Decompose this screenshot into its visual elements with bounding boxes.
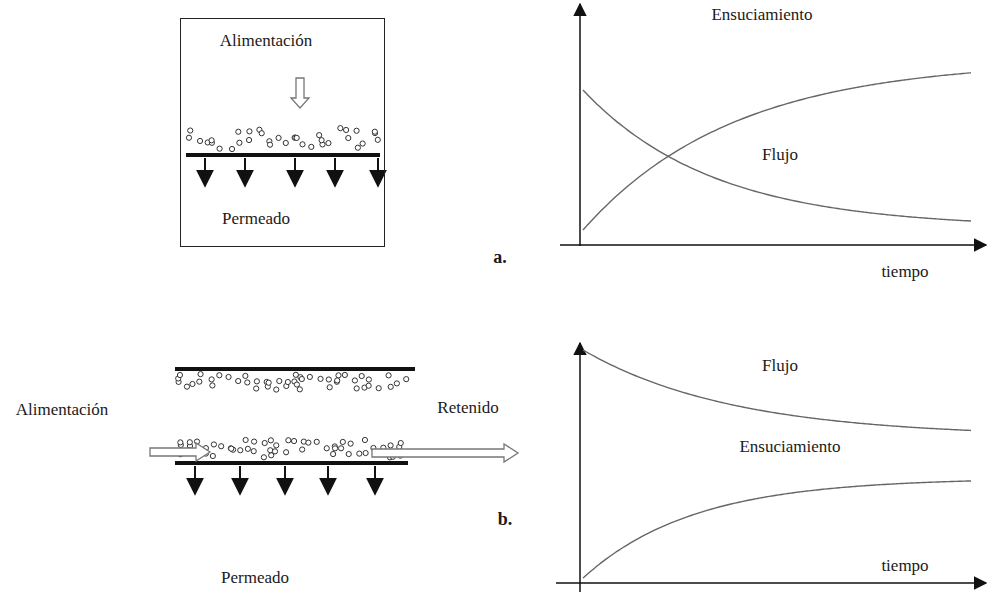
y-axis — [579, 343, 581, 592]
particle-layer — [176, 372, 409, 393]
y-axis — [579, 4, 581, 246]
permeate-arrow — [284, 466, 286, 494]
stream-label: Alimentación — [220, 32, 313, 51]
stream-label: Permeado — [222, 210, 290, 229]
graph-label: Flujo — [762, 146, 798, 165]
stream-label: Alimentación — [16, 401, 109, 420]
x-axis — [560, 244, 986, 246]
filter-cell-box: AlimentaciónPermeado — [180, 18, 385, 247]
panel-letter: a. — [493, 248, 507, 268]
stream-label: Retenido — [437, 399, 498, 418]
membrane — [175, 461, 408, 465]
x-axis — [556, 582, 986, 584]
particle-layer — [186, 126, 380, 152]
permeate-arrow — [334, 158, 336, 186]
fouling-curve — [583, 73, 971, 230]
axis-label: tiempo — [881, 263, 928, 282]
permeate-arrow — [327, 466, 329, 494]
panel-letter: b. — [498, 510, 513, 530]
flux-curve — [583, 350, 971, 430]
fouling-curve — [583, 481, 971, 578]
flux-curve — [583, 90, 971, 221]
permeate-arrow — [374, 466, 376, 494]
graph-label: Flujo — [762, 357, 798, 376]
permeate-arrow — [204, 158, 206, 186]
permeate-arrow — [244, 158, 246, 186]
permeate-arrow — [194, 466, 196, 494]
membrane — [186, 153, 380, 157]
feed-arrow — [291, 78, 309, 108]
graph-label: Ensuciamiento — [739, 438, 840, 457]
flow-arrow — [372, 444, 518, 462]
membrane — [175, 367, 415, 371]
stream-label: Permeado — [221, 569, 289, 588]
particle-layer — [178, 437, 404, 460]
graph-label: Ensuciamiento — [711, 6, 812, 25]
permeate-arrow — [239, 466, 241, 494]
permeate-arrow — [377, 158, 379, 186]
flow-arrow — [150, 443, 210, 461]
axis-label: tiempo — [881, 557, 928, 576]
permeate-arrow — [294, 158, 296, 186]
